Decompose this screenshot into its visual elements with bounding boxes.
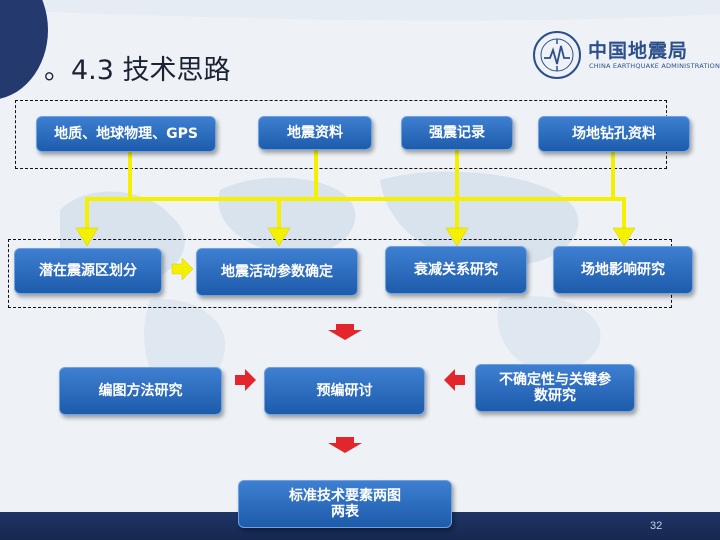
yellow-arrow-3	[445, 227, 469, 247]
logo-name-en: CHINA EARTHQUAKE ADMINISTRATION	[589, 62, 720, 70]
logo: 中国地震局 CHINA EARTHQUAKE ADMINISTRATION	[532, 30, 720, 80]
box-attenuation: 衰减关系研究	[385, 246, 527, 294]
box-standard-elements: 标准技术要素两图两表	[238, 480, 452, 528]
slide-title: 。4.3 技术思路	[44, 55, 231, 86]
box-pre-compile: 预编研讨	[264, 367, 425, 415]
red-arrow-down-1	[328, 324, 362, 340]
red-arrow-left	[444, 369, 465, 391]
box-site-effect: 场地影响研究	[553, 246, 693, 294]
page-number: 32	[650, 520, 663, 532]
box-borehole-data: 场地钻孔资料	[538, 116, 690, 152]
box-activity-params: 地震活动参数确定	[196, 248, 358, 296]
yellow-arrow-right	[171, 257, 194, 281]
box-seismic-data: 地震资料	[258, 116, 372, 150]
box-geology-gps: 地质、地球物理、GPS	[36, 116, 216, 152]
box-strong-motion: 强震记录	[401, 116, 513, 150]
box-uncertainty: 不确定性与关键参数研究	[475, 364, 635, 412]
yellow-arrow-2	[267, 227, 291, 247]
logo-name-cn: 中国地震局	[588, 40, 689, 62]
red-arrow-right	[235, 369, 256, 391]
box-source-zoning: 潜在震源区划分	[14, 248, 162, 294]
yellow-arrow-1	[75, 227, 99, 247]
box-mapping-method: 编图方法研究	[59, 367, 222, 415]
yellow-arrow-4	[612, 227, 636, 247]
red-arrow-down-2	[328, 437, 362, 453]
seal-icon	[533, 31, 581, 79]
